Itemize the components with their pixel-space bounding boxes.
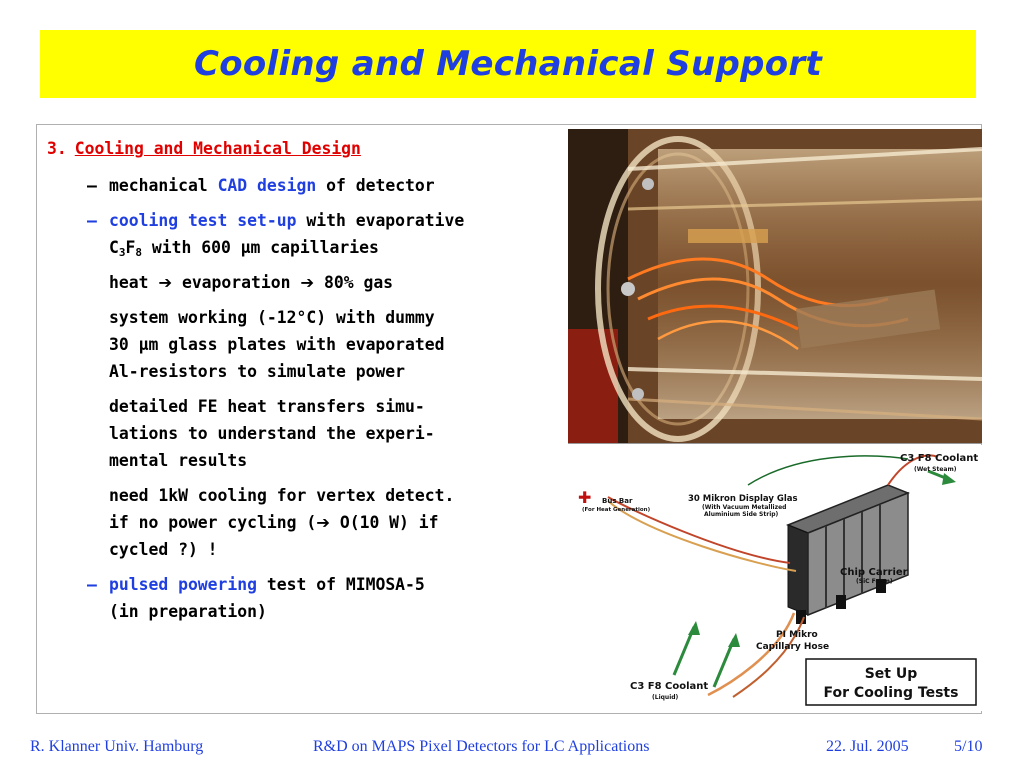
label-coolant-bottom-sub: (Liquid) [652, 694, 679, 701]
label-chip-carrier: Chip Carrier [840, 567, 908, 578]
sub-text: detailed FE heat transfers simu- [109, 397, 425, 416]
slide-title: Cooling and Mechanical Support [193, 44, 823, 84]
bullet-text: mechanical [109, 176, 218, 195]
sub-fe-heat: detailed FE heat transfers simu- lations… [47, 393, 567, 474]
label-coolant-top: C3 F8 Coolant [900, 453, 978, 464]
arrow-right-icon: ➔ [158, 273, 173, 292]
formula-f: F [125, 238, 136, 257]
sub-text: evaporation [172, 273, 301, 292]
bullet-text: (in preparation) [109, 602, 267, 621]
formula-c: C [109, 238, 119, 257]
text-column: 3. Cooling and Mechanical Design – mechan… [47, 135, 567, 633]
setup-photo [568, 129, 982, 444]
label-coolant-bottom: C3 F8 Coolant [630, 681, 708, 692]
section-number: 3. [47, 139, 67, 158]
bullet-cad: – mechanical CAD design of detector [47, 172, 567, 199]
highlight-text: cooling test set-up [109, 211, 297, 230]
bullet-text: with evaporative [296, 211, 465, 230]
sub-need-cooling: need 1kW cooling for vertex detect. if n… [47, 482, 567, 563]
arrow-right-icon: ➔ [300, 273, 315, 292]
sub-text: lations to understand the experi- [109, 424, 435, 443]
bullet-dash: – [87, 575, 97, 594]
sub-text: system working (-12°C) with dummy [109, 308, 435, 327]
bullet-text: test of MIMOSA-5 [257, 575, 425, 594]
sub-text: mental results [109, 451, 248, 470]
bullet-dash: – [87, 176, 97, 195]
label-bus-bar-sub: (For Heat Generation) [582, 507, 651, 513]
label-chip-carrier-sub: (SiC Foam) [856, 578, 893, 585]
bullet-pulsed-powering: – pulsed powering test of MIMOSA-5 (in p… [47, 571, 567, 625]
highlight-text: pulsed powering [109, 575, 258, 594]
plus-icon: ✚ [578, 488, 591, 507]
cooling-diagram: ✚ C3 F8 Coolant (Wet Steam) Bus Bar (For… [568, 445, 982, 711]
title-bar: Cooling and Mechanical Support [40, 30, 976, 98]
sub-text: if no power cycling ( [109, 513, 317, 532]
label-hose2: Capillary Hose [756, 642, 829, 652]
label-hose1: PI Mikro [776, 630, 818, 640]
label-glass-sub1: (With Vacuum Metallized [702, 504, 786, 511]
sub-text: need 1kW cooling for vertex detect. [109, 486, 455, 505]
arrow-right-icon: ➔ [316, 513, 330, 532]
setup-label-line2: For Cooling Tests [824, 685, 959, 701]
highlight-text: CAD design [217, 176, 317, 195]
footer-date: 22. Jul. 2005 [826, 738, 909, 755]
sub-text: Al-resistors to simulate power [109, 362, 406, 381]
formula-f-sub: 8 [135, 246, 142, 259]
chip-carrier-shape [785, 484, 911, 624]
bullet-dash: – [87, 211, 97, 230]
sub-system-working: system working (-12°C) with dummy 30 µm … [47, 304, 567, 385]
formula-c-sub: 3 [118, 246, 126, 259]
setup-label-box: Set Up For Cooling Tests [805, 658, 977, 706]
sub-text: heat [109, 273, 159, 292]
sub-text: cycled ?) ! [109, 540, 218, 559]
footer-page-number: 5/10 [954, 738, 983, 755]
label-bus-bar: Bus Bar [602, 497, 633, 505]
sub-heat-evaporation: heat ➔ evaporation ➔ 80% gas [47, 269, 567, 296]
section-title: Cooling and Mechanical Design [74, 139, 361, 158]
label-glass-sub2: Aluminium Side Strip) [704, 511, 779, 518]
label-glass: 30 Mikron Display Glas [688, 494, 798, 504]
sub-text: 30 µm glass plates with evaporated [109, 335, 445, 354]
setup-photo-graphic [568, 129, 982, 443]
section-heading: 3. Cooling and Mechanical Design [47, 135, 567, 162]
cooling-diagram-graphic: ✚ C3 F8 Coolant (Wet Steam) Bus Bar (For… [578, 453, 978, 706]
sub-text: O(10 W) if [329, 513, 439, 532]
footer-talk-title: R&D on MAPS Pixel Detectors for LC Appli… [313, 738, 650, 755]
footer-author: R. Klanner Univ. Hamburg [30, 738, 204, 755]
bullet-cooling-test: – cooling test set-up with evaporative C… [47, 207, 567, 261]
bullet-text: of detector [316, 176, 435, 195]
label-coolant-top-sub: (Wet Steam) [914, 466, 957, 473]
bullet-text: with 600 µm capillaries [142, 238, 379, 257]
sub-text: 80% gas [314, 273, 394, 292]
content-box: 3. Cooling and Mechanical Design – mechan… [36, 124, 982, 714]
setup-label-line1: Set Up [865, 666, 918, 682]
